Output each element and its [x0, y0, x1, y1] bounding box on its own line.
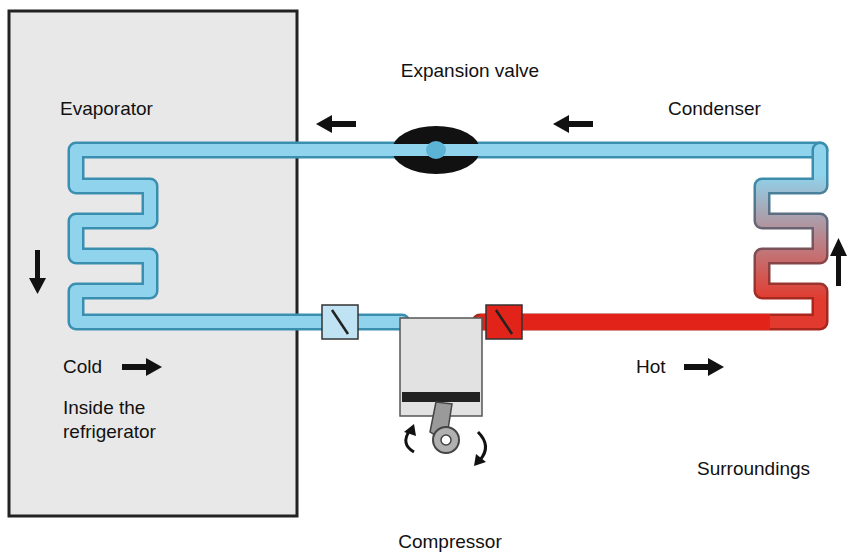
- flow-arrowhead: [29, 278, 46, 294]
- flow-label: Hot: [636, 355, 696, 379]
- flow-arrow: [684, 364, 710, 370]
- discharge-valve: [486, 305, 522, 339]
- flow-arrows: [29, 115, 847, 376]
- piston: [402, 392, 480, 402]
- valve-core: [426, 141, 446, 159]
- flow-arrowhead: [316, 115, 332, 133]
- expansion-valve: [392, 126, 480, 174]
- valve-flap: [496, 310, 512, 334]
- flow-arrowhead: [708, 358, 724, 376]
- cold-pipe: [76, 150, 820, 322]
- flow-arrow: [330, 121, 356, 127]
- flow-arrowhead: [553, 115, 569, 133]
- crankshaft: [433, 427, 459, 453]
- flow-arrow: [567, 121, 593, 127]
- rotation-arrow: [478, 432, 486, 460]
- valve-flap: [332, 310, 348, 334]
- flow-arrow: [122, 364, 148, 370]
- part-name: Condenser: [668, 97, 808, 121]
- cold-pipe-outline: [76, 150, 820, 322]
- part-name: Evaporator: [60, 97, 200, 121]
- flow-arrow: [836, 254, 841, 286]
- region-label: Surroundings: [697, 457, 847, 481]
- part-name: Expansion valve: [400, 59, 540, 83]
- rotation-arrowhead: [404, 424, 416, 436]
- part-name: Compressor: [380, 530, 520, 554]
- crank-pin: [441, 435, 451, 445]
- region-label: Inside the refrigerator: [63, 396, 213, 444]
- hot-pipe: [480, 314, 770, 330]
- refrigerator-cabinet: EvaporatorColdInside the refrigerator: [9, 11, 297, 516]
- flow-arrow: [35, 250, 40, 280]
- condenser-coil: [480, 150, 820, 322]
- flow-arrowhead: [146, 358, 162, 376]
- compressor-cylinder: [400, 318, 482, 416]
- rotation-arrowhead: [474, 454, 486, 466]
- flow-label: Cold: [63, 355, 123, 379]
- condenser-coil-outline: [480, 150, 820, 322]
- suction-valve: [322, 305, 358, 339]
- flow-arrowhead: [830, 238, 847, 256]
